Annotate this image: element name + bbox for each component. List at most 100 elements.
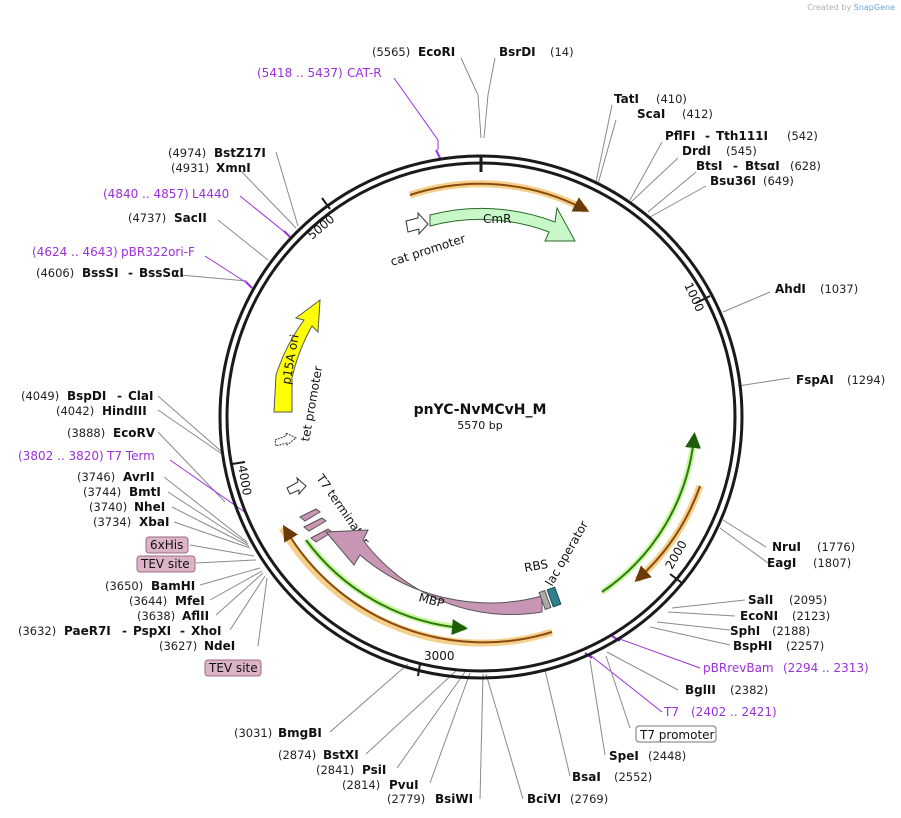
site-enzyme[interactable]: PaeR7I (64, 624, 111, 638)
primer-name[interactable]: CAT-R (347, 66, 382, 80)
primer-name[interactable]: T7 Term (106, 449, 155, 463)
site-enzyme[interactable]: MfeI (175, 594, 205, 608)
site-enzyme[interactable]: BspHI (733, 639, 772, 653)
primer-range: (4840 .. 4857) (103, 187, 189, 201)
site-pos: (1294) (847, 373, 885, 387)
cmr-arrow (429, 206, 576, 242)
site-pos: (2841) (316, 763, 354, 777)
primer-range: (2402 .. 2421) (691, 705, 777, 719)
mbp-label: MBP (417, 590, 446, 610)
site-enzyme[interactable]: BsaI (572, 770, 601, 784)
tev-site-box-1[interactable] (136, 555, 196, 573)
tick-4000: 4000 (235, 464, 254, 497)
orf-bottom-arrow (282, 524, 553, 644)
site-pos: (2095) (789, 593, 827, 607)
t7-promoter-label: T7 promoter (639, 728, 715, 742)
site-enzyme[interactable]: BstZ17I (214, 146, 266, 160)
site-enzyme[interactable]: Bsu36I (710, 174, 756, 188)
site-pos: (545) (726, 144, 757, 158)
site-enzyme[interactable]: XhoI (191, 624, 222, 638)
site-enzyme[interactable]: EcoNI (740, 609, 778, 623)
site-enzyme[interactable]: BspDI (67, 389, 106, 403)
site-pos: (3627) (159, 639, 197, 653)
site-enzyme[interactable]: SphI (730, 624, 760, 638)
site-enzyme[interactable]: NdeI (204, 639, 235, 653)
lac-operator-block (546, 586, 562, 608)
cat-promoter-arrow (405, 211, 429, 236)
t7-promoter-box[interactable] (635, 725, 717, 743)
site-enzyme[interactable]: BtsI (696, 159, 723, 173)
site-pos: (4049) (21, 389, 59, 403)
site-pos: (2814) (342, 778, 380, 792)
site-enzyme[interactable]: BstXI (323, 748, 359, 762)
site-enzyme[interactable]: SpeI (609, 749, 639, 763)
site-enzyme[interactable]: BmtI (129, 485, 161, 499)
site-enzyme[interactable]: DrdI (682, 144, 711, 158)
site-enzyme[interactable]: BglII (685, 683, 716, 697)
site-enzyme[interactable]: Tth111I (716, 129, 768, 143)
plasmid-name: pnYC-NvMCvH_M (414, 402, 547, 418)
site-pos: (649) (763, 174, 794, 188)
primer-range: (5418 .. 5437) (257, 66, 343, 80)
orf-green-right-arrow (601, 432, 701, 593)
site-enzyme[interactable]: ClaI (128, 389, 153, 403)
primer-name[interactable]: pBRrevBam (703, 661, 774, 675)
site-enzyme[interactable]: BciVI (527, 792, 561, 806)
site-pos: (2257) (786, 639, 824, 653)
site-enzyme[interactable]: BsiWI (435, 792, 473, 806)
rbs-block (538, 589, 552, 611)
snapgene-logo: SnapGene (853, 3, 895, 12)
site-enzyme[interactable]: SacII (174, 211, 207, 225)
orf-orange-right-arrow (634, 485, 701, 583)
site-enzyme[interactable]: HindIII (102, 404, 147, 418)
tev-site-label-2: TEV site (208, 661, 258, 675)
snapgene-credit: Created by SnapGene (807, 3, 895, 12)
site-enzyme[interactable]: BssSαI (139, 266, 184, 280)
primer-range: (3802 .. 3820) (18, 449, 104, 463)
site-enzyme[interactable]: TatI (614, 92, 639, 106)
site-enzyme[interactable]: NruI (772, 540, 801, 554)
p15a-ori-arrow (273, 298, 321, 413)
site-enzyme[interactable]: BssSI (82, 266, 119, 280)
t7-terminator-arrow (286, 476, 307, 496)
site-enzyme[interactable]: AflII (182, 609, 209, 623)
tev-site-label-1: TEV site (140, 557, 190, 571)
site-enzyme[interactable]: SalI (748, 593, 773, 607)
site-pos: (2123) (792, 609, 830, 623)
site-enzyme[interactable]: AhdI (775, 282, 806, 296)
site-pos: (2779) (387, 792, 425, 806)
site-enzyme[interactable]: ScaI (637, 107, 665, 121)
site-enzyme[interactable]: BmgBI (278, 726, 322, 740)
site-enzyme[interactable]: PflFI (665, 129, 695, 143)
site-enzyme[interactable]: XbaI (139, 515, 169, 529)
site-enzyme[interactable]: XmnI (216, 161, 251, 175)
site-enzyme[interactable]: BtsαI (745, 159, 780, 173)
site-enzyme[interactable]: EcoRV (113, 426, 156, 440)
site-enzyme[interactable]: PspXI (133, 624, 171, 638)
site-enzyme[interactable]: FspAI (796, 373, 834, 387)
his-tag-label: 6xHis (150, 538, 183, 552)
site-sep: - (705, 129, 710, 143)
his-tag-box[interactable] (145, 536, 189, 554)
primer-name[interactable]: L4440 (192, 187, 229, 201)
site-enzyme[interactable]: PvuI (389, 778, 419, 792)
site-enzyme[interactable]: NheI (134, 500, 165, 514)
site-enzyme[interactable]: AvrII (123, 470, 155, 484)
tev-site-box-2[interactable] (204, 659, 262, 677)
site-enzyme[interactable]: BamHI (151, 579, 195, 593)
site-enzyme[interactable]: PsiI (362, 763, 386, 777)
primer-name[interactable]: T7 (663, 705, 679, 719)
site-pos: (3888) (67, 426, 105, 440)
site-pos: (410) (656, 92, 687, 106)
site-pos: (4737) (128, 211, 166, 225)
cmr-label: CmR (483, 212, 511, 226)
primer-name[interactable]: pBR322ori-F (121, 245, 195, 259)
site-enzyme[interactable]: BsrDI (499, 45, 536, 59)
tag-markers (299, 508, 333, 543)
site-pos: (628) (790, 159, 821, 173)
site-enzyme[interactable]: EcoRI (418, 45, 455, 59)
site-enzyme[interactable]: EagI (767, 556, 796, 570)
tick-3000: 3000 (424, 649, 455, 663)
